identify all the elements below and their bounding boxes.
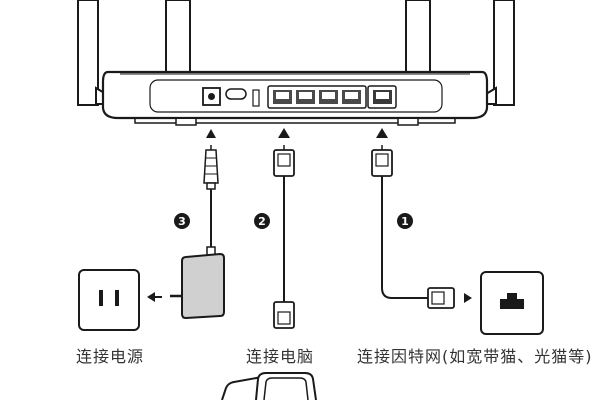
power-jack: [202, 87, 221, 106]
antenna-right-outer: [493, 0, 515, 106]
wan-port: [367, 85, 397, 109]
lan-port-3: [319, 90, 338, 104]
power-adapter-icon: [170, 252, 225, 320]
lan-port-2: [296, 90, 315, 104]
antenna-left-outer: [77, 0, 99, 106]
lan-port-4: [342, 90, 361, 104]
power-cable: [203, 145, 219, 256]
caption-connect-power: 连接电源: [76, 347, 145, 366]
step-badge-2: 2: [254, 213, 270, 229]
step-badge-3: 3: [174, 213, 190, 229]
caption-connect-computer: 连接电脑: [246, 347, 315, 366]
step-badge-1: 1: [397, 213, 413, 229]
reset-button: [225, 88, 247, 100]
caption-connect-internet: 连接因特网(如宽带猫、光猫等): [357, 347, 593, 366]
arrow-to-lan-port: [278, 128, 290, 138]
svg-text:3: 3: [178, 215, 186, 228]
wan-cable: [371, 145, 455, 309]
svg-text:1: 1: [401, 215, 409, 228]
arrow-to-modem: [464, 293, 472, 303]
arrow-to-wan-port: [376, 128, 388, 138]
lan-cable: [273, 145, 295, 329]
power-outlet-icon: [78, 269, 140, 331]
laptop-icon: [221, 372, 317, 400]
lan-port-1: [273, 90, 292, 104]
modem-icon: [480, 271, 544, 335]
svg-text:2: 2: [258, 215, 266, 228]
lan-ports: [267, 85, 367, 109]
arrow-to-power-jack: [206, 129, 216, 138]
